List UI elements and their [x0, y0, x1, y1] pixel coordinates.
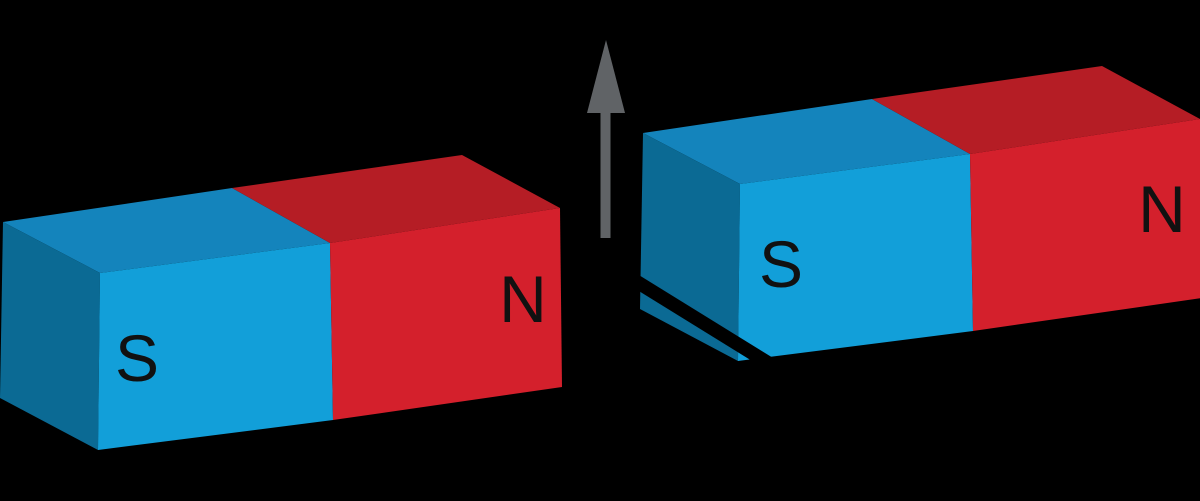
separation-line [608, 256, 778, 377]
left-magnet-south-pole-label: S [115, 321, 159, 395]
bar-magnet-left: S N [0, 155, 562, 450]
left-magnet-north-front-face [330, 208, 562, 420]
left-magnet-south-side-face [0, 222, 100, 450]
right-magnet-north-pole-label: N [1138, 172, 1186, 246]
arrow-up-icon [587, 40, 625, 238]
right-magnet-north-top-face [872, 66, 1200, 154]
left-magnet-south-front-face [98, 243, 333, 450]
arrow-up-shaft [600, 112, 611, 238]
right-magnet-south-front-face [738, 154, 973, 361]
bar-magnet-right: S N [608, 66, 1200, 377]
left-magnet-north-top-face [232, 155, 560, 243]
left-magnet-north-pole-label: N [499, 262, 547, 336]
right-magnet-south-top-face [643, 99, 970, 184]
right-magnet-north-front-face [970, 119, 1200, 331]
arrow-up-head [587, 40, 625, 113]
right-magnet-south-pole-label: S [759, 227, 803, 301]
left-magnet-south-top-face [3, 188, 330, 273]
